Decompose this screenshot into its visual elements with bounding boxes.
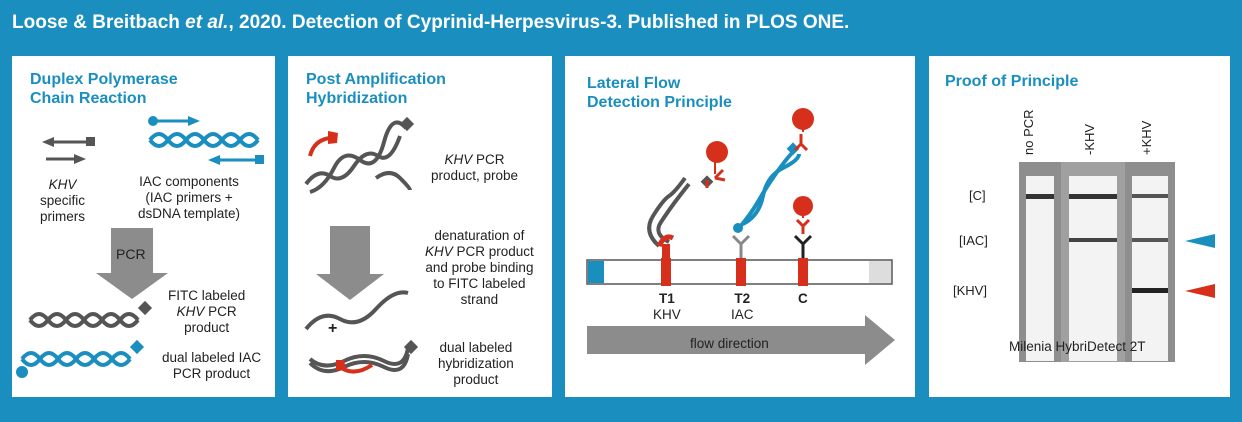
specific-text: specific [40, 193, 86, 208]
t1-label: T1 KHV [653, 291, 681, 323]
hybridization-product [308, 339, 419, 374]
c-conjugate [793, 196, 813, 234]
strip-no-pcr [1019, 162, 1061, 362]
iac-line1: IAC components [139, 174, 239, 189]
line-t2 [731, 234, 751, 286]
col-label-minus-khv: -KHV [1082, 123, 1097, 155]
pcr-label: PCR [116, 246, 146, 262]
panel-duplex-pcr: Duplex Polymerase Chain Reaction KHV spe… [12, 56, 275, 397]
t1-text: T1 [659, 291, 675, 306]
product-probe-text: product, probe [431, 168, 519, 183]
strip-minus-khv [1061, 162, 1125, 362]
title-etal: et al. [185, 12, 229, 33]
denaturation-label: denaturation of KHV PCR product and prob… [425, 228, 534, 308]
fitc-line1: FITC labeled [168, 288, 246, 303]
den-khv-italic: KHV [425, 244, 453, 259]
strip-caption: Milenia HybriDetect 2T [1009, 339, 1146, 354]
den-line3: and probe binding [425, 260, 534, 275]
panel2-title: Post Amplification Hybridization [306, 70, 446, 108]
den-line4: to FITC labeled [433, 276, 526, 291]
poster-title: Loose & Breitbach et al., 2020. Detectio… [12, 12, 849, 34]
panel3-title: Lateral Flow Detection Principle [587, 74, 732, 112]
panel3-title-line2: Detection Principle [587, 94, 732, 111]
khv-complex [647, 141, 728, 248]
panel3-title-line1: Lateral Flow [587, 75, 681, 92]
t2-text: T2 [734, 291, 751, 306]
iac-components-label: IAC components (IAC primers + dsDNA temp… [138, 174, 240, 222]
dual-line1: dual labeled IAC [162, 350, 262, 365]
fitc-product-label: FITC labeled KHV PCR product [168, 288, 245, 336]
t1-sub: KHV [653, 307, 681, 322]
flow-direction-label: flow direction [690, 336, 769, 351]
panel2-diagram [304, 116, 419, 374]
iac-components [148, 116, 264, 165]
fitc-pcr: PCR [204, 304, 237, 319]
dual-line2: PCR product [172, 366, 251, 381]
khv-italic: KHV [48, 177, 77, 192]
plus-sign: + [328, 320, 338, 337]
iac-line3: dsDNA template) [138, 206, 241, 221]
title-authors: Loose & Breitbach [12, 12, 180, 33]
khv-primer-arrows [42, 137, 95, 164]
single-strand [304, 290, 409, 331]
line-c [793, 234, 813, 286]
row-label-khv: [KHV] [953, 283, 987, 298]
panel-lateral-flow: Lateral Flow Detection Principle T1 KHV … [565, 56, 915, 397]
panel4-title: Proof of Principle [945, 73, 1079, 90]
hyb-line2: hybridization [438, 356, 514, 371]
panel1-title-line1: Duplex Polymerase [30, 71, 178, 88]
hybridization-label: dual labeled hybridization product [438, 340, 514, 388]
panel2-title-line1: Post Amplification [306, 71, 446, 88]
panel-hybridization: Post Amplification Hybridization KHV PCR… [288, 56, 552, 397]
strip-plus-khv [1125, 162, 1175, 362]
panel3-diagram [586, 108, 895, 365]
khv-pcr-product [28, 300, 153, 328]
line-t1 [661, 244, 671, 286]
t2-label: T2 IAC [731, 291, 754, 323]
pcr-arrow [96, 228, 168, 299]
row-label-iac: [IAC] [959, 233, 988, 248]
t2-sub: IAC [731, 307, 754, 322]
row-label-c: [C] [969, 188, 986, 203]
c-text: C [798, 291, 808, 306]
panel1-title: Duplex Polymerase Chain Reaction [30, 70, 178, 108]
panel2-khv-italic: KHV [444, 152, 473, 167]
title-rest: , 2020. Detection of Cyprinid-Herpesviru… [228, 12, 850, 33]
col-label-plus-khv: +KHV [1139, 120, 1154, 155]
khv-double-strand [304, 116, 415, 194]
hyb-line3: product [453, 372, 499, 387]
col-label-no-pcr: no PCR [1021, 109, 1036, 155]
iac-line2: (IAC primers + [145, 190, 233, 205]
den-pcr: PCR product [452, 244, 534, 259]
fitc-khv-italic: KHV [176, 304, 205, 319]
panel4-diagram [1019, 162, 1215, 362]
flow-direction-arrow [587, 315, 895, 365]
hyb-line1: dual labeled [439, 340, 513, 355]
khv-marker-icon [1185, 284, 1215, 298]
panel-proof-of-principle: Proof of Principle no PCR -KHV +KHV [C] … [929, 56, 1230, 397]
den-line1: denaturation of [434, 228, 525, 243]
den-line5: strand [460, 292, 499, 307]
panel2-title-line2: Hybridization [306, 90, 408, 107]
khv-primers-label: KHV specific primers [40, 177, 85, 225]
iac-marker-icon [1185, 234, 1215, 248]
probe-gray [374, 171, 412, 191]
fitc-line3: product [184, 320, 230, 335]
c-label: C [798, 291, 808, 307]
khv-product-probe-label: KHV PCR product, probe [431, 152, 518, 184]
iac-pcr-product [16, 339, 145, 378]
panel1-diagram [16, 116, 264, 378]
panel2-pcr: PCR [472, 152, 505, 167]
denaturation-arrow [316, 226, 384, 300]
panel1-title-line2: Chain Reaction [30, 90, 147, 107]
primers-text: primers [40, 209, 86, 224]
probe-red [308, 131, 338, 157]
dual-product-label: dual labeled IAC PCR product [162, 350, 261, 382]
